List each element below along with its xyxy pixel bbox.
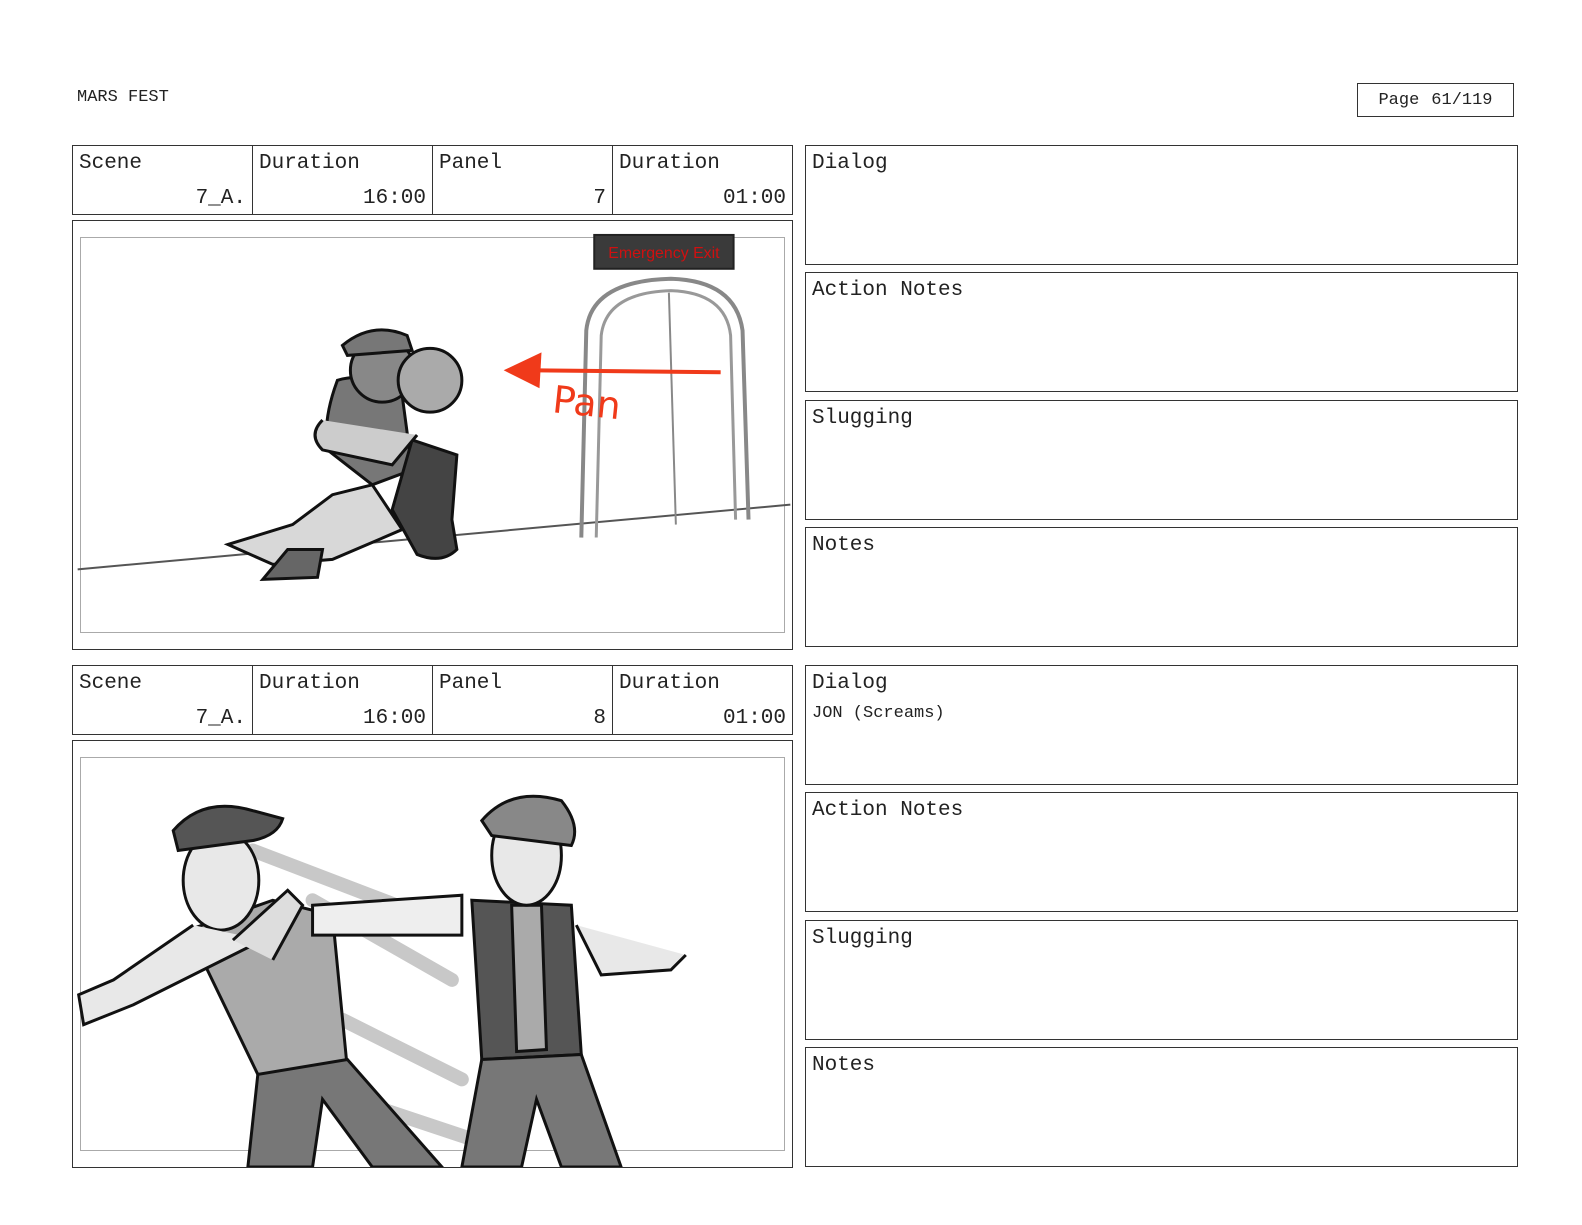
slugging-label: Slugging bbox=[812, 927, 913, 950]
pan-arrow bbox=[526, 368, 721, 375]
scene-label: Scene bbox=[79, 672, 143, 695]
exit-sign-text: Emergency Exit bbox=[608, 245, 720, 262]
panel-label: Panel bbox=[439, 152, 503, 175]
slugging-box-8: Slugging bbox=[805, 920, 1518, 1040]
dialog-label: Dialog bbox=[812, 152, 888, 175]
panel-label: Panel bbox=[439, 672, 503, 695]
panel-header-7: Scene 7_A. Duration 16:00 Panel 7 Durati… bbox=[72, 145, 793, 215]
scene-duration-value: 16:00 bbox=[362, 187, 426, 210]
scene-label: Scene bbox=[79, 152, 143, 175]
scene-duration-value: 16:00 bbox=[362, 707, 426, 730]
panel-header-8: Scene 7_A. Duration 16:00 Panel 8 Durati… bbox=[72, 665, 793, 735]
panel-value: 8 bbox=[593, 707, 606, 730]
door-frame bbox=[579, 276, 751, 538]
safe-area bbox=[80, 237, 785, 633]
panel-duration-cell: Duration 01:00 bbox=[613, 666, 792, 734]
slugging-label: Slugging bbox=[812, 407, 913, 430]
page-number: 61/119 bbox=[1431, 90, 1493, 110]
action-notes-box-8: Action Notes bbox=[805, 792, 1518, 912]
notes-label: Notes bbox=[812, 1054, 876, 1077]
dialog-text: JON (Screams) bbox=[812, 704, 945, 723]
scene-cell: Scene 7_A. bbox=[73, 146, 253, 214]
scene-duration-cell: Duration 16:00 bbox=[253, 146, 433, 214]
panel-duration-value: 01:00 bbox=[722, 187, 786, 210]
panel-duration-cell: Duration 01:00 bbox=[613, 146, 792, 214]
notes-box-7: Notes bbox=[805, 527, 1518, 647]
scene-duration-label: Duration bbox=[259, 152, 360, 175]
storyboard-drawing-8 bbox=[76, 794, 687, 1167]
document-title: MARS FEST bbox=[77, 88, 169, 107]
pan-label: Pan bbox=[551, 377, 623, 428]
left-figure bbox=[76, 804, 444, 1167]
dialog-box-8: Dialog JON (Screams) bbox=[805, 665, 1518, 785]
dialog-label: Dialog bbox=[812, 672, 888, 695]
right-figure bbox=[311, 794, 687, 1167]
panel-duration-label: Duration bbox=[619, 152, 720, 175]
exit-sign bbox=[593, 233, 735, 270]
panel-duration-value: 01:00 bbox=[722, 707, 786, 730]
notes-box-8: Notes bbox=[805, 1047, 1518, 1167]
scene-duration-label: Duration bbox=[259, 672, 360, 695]
page-label: Page bbox=[1378, 90, 1420, 110]
panel-duration-label: Duration bbox=[619, 672, 720, 695]
action-notes-label: Action Notes bbox=[812, 799, 964, 822]
panel-cell: Panel 8 bbox=[433, 666, 613, 734]
panel-cell: Panel 7 bbox=[433, 146, 613, 214]
notes-label: Notes bbox=[812, 534, 876, 557]
storyboard-drawing-7: Emergency Exit Pan bbox=[77, 233, 791, 581]
panel-image-8 bbox=[72, 740, 793, 1168]
scene-cell: Scene 7_A. bbox=[73, 666, 253, 734]
scene-value: 7_A. bbox=[195, 707, 246, 730]
slugging-box-7: Slugging bbox=[805, 400, 1518, 520]
panel-value: 7 bbox=[593, 187, 606, 210]
page-indicator: Page 61/119 bbox=[1357, 83, 1514, 117]
safe-area bbox=[80, 757, 785, 1151]
action-notes-label: Action Notes bbox=[812, 279, 964, 302]
couple-figures bbox=[223, 328, 464, 581]
scene-duration-cell: Duration 16:00 bbox=[253, 666, 433, 734]
dialog-box-7: Dialog bbox=[805, 145, 1518, 265]
scene-value: 7_A. bbox=[195, 187, 246, 210]
panel-image-7: Emergency Exit Pan bbox=[72, 220, 793, 650]
action-notes-box-7: Action Notes bbox=[805, 272, 1518, 392]
